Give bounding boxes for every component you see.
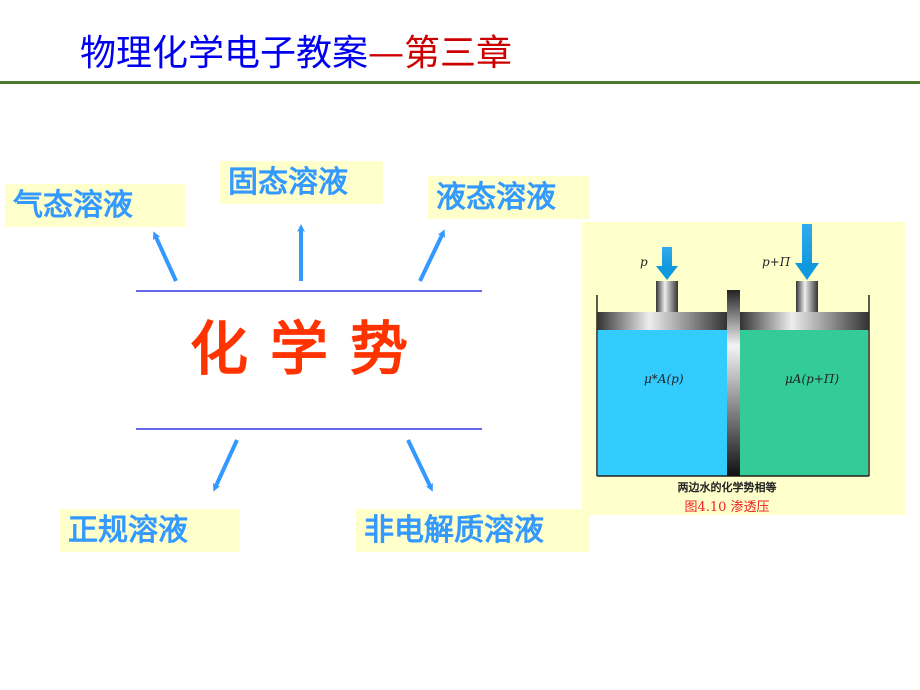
course-title: 物理化学电子教案	[80, 33, 369, 74]
figure-number-label: 图4.10 渗透压	[684, 500, 770, 515]
right-potential-label: μA(p+Π)	[785, 372, 840, 386]
label-regular-solution: 正规溶液	[60, 509, 240, 552]
right-piston	[740, 312, 869, 330]
title-separator: —	[368, 33, 405, 74]
arrow-to-regular-solution	[213, 439, 239, 492]
label-gas-solution: 气态溶液	[5, 184, 185, 227]
osmosis-apparatus	[596, 224, 870, 477]
semipermeable-membrane	[727, 290, 740, 476]
arrow-to-liquid-solution	[418, 229, 445, 282]
left-potential-label: μ*A(p)	[644, 372, 684, 386]
label-solid-solution: 固态溶液	[220, 161, 383, 204]
header-rule	[0, 81, 920, 84]
left-piston	[597, 312, 727, 330]
arrow-to-gas-solution	[153, 231, 178, 282]
left-pressure-arrow	[656, 247, 678, 280]
label-nonelectrolyte-solution: 非电解质溶液	[356, 509, 590, 552]
left-piston-rod	[656, 281, 678, 312]
right-pressure-label: p+Π	[762, 255, 791, 269]
left-pressure-label: p	[640, 255, 648, 269]
solution-region	[740, 330, 868, 476]
figure-caption: 两边水的化学势相等	[677, 481, 777, 494]
label-liquid-solution: 液态溶液	[428, 176, 590, 219]
right-piston-rod	[796, 281, 818, 312]
chapter-title: 第三章	[404, 33, 513, 74]
right-pressure-arrow	[795, 224, 819, 280]
chemical-potential-label: 化学势	[190, 315, 431, 383]
osmotic-pressure-figure: p p+Π μ*A(p) μA(p+Π) 两边水的化学势相等 图4.10 渗透压	[582, 222, 905, 515]
arrow-to-nonelectrolyte-solution	[406, 439, 433, 492]
slide-title: 物理化学电子教案—第三章	[80, 32, 512, 76]
pure-water-region	[598, 330, 727, 476]
